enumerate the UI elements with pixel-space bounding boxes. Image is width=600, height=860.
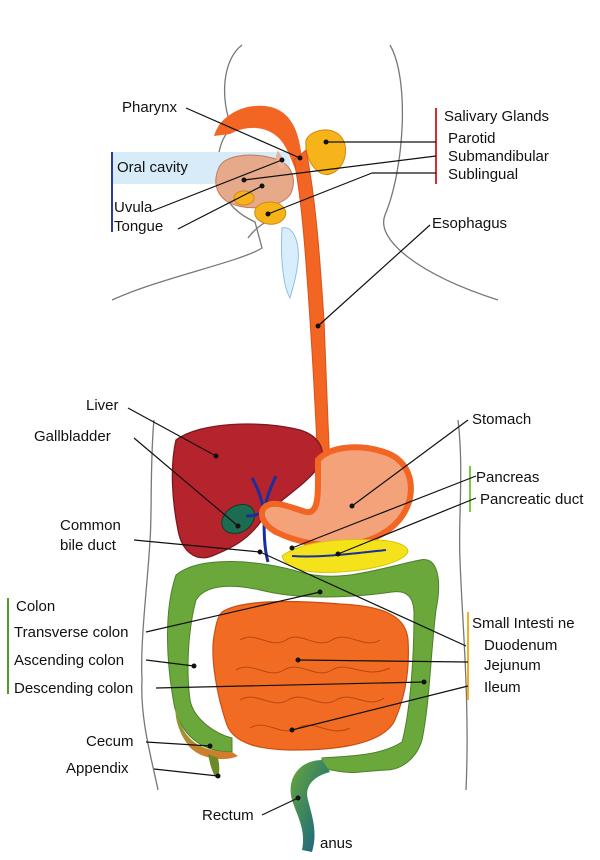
label-jejunum: Jejunum xyxy=(484,657,541,674)
label-small-intestine: Small Intesti ne xyxy=(472,615,575,632)
label-uvula: Uvula xyxy=(114,199,153,216)
parotid-gland xyxy=(305,129,346,176)
label-pancreatic-duct: Pancreatic duct xyxy=(480,491,584,508)
label-gallbladder: Gallbladder xyxy=(34,428,111,445)
gallbladder xyxy=(221,504,255,534)
label-transverse-colon: Transverse colon xyxy=(14,624,129,641)
small-intestine xyxy=(212,601,409,751)
small-intestine-folds xyxy=(235,636,391,732)
label-duodenum: Duodenum xyxy=(484,637,557,654)
pancreatic-duct xyxy=(291,549,387,558)
label-sublingual: Sublingual xyxy=(448,166,518,183)
label-cecum: Cecum xyxy=(86,733,134,750)
label-pancreas: Pancreas xyxy=(476,469,539,486)
label-tongue: Tongue xyxy=(114,218,163,235)
label-submandibular: Submandibular xyxy=(448,148,549,165)
label-pharynx: Pharynx xyxy=(122,99,178,116)
label-parotid: Parotid xyxy=(448,130,496,147)
label-liver: Liver xyxy=(86,397,119,414)
label-descending-colon: Descending colon xyxy=(14,680,133,697)
label-salivary-glands: Salivary Glands xyxy=(444,108,549,125)
label-rectum: Rectum xyxy=(202,807,254,824)
esophagus xyxy=(293,149,331,471)
appendix xyxy=(208,754,220,778)
label-esophagus: Esophagus xyxy=(432,215,507,232)
label-appendix: Appendix xyxy=(66,760,129,777)
label-common-bile-duct-1: Common xyxy=(60,517,121,534)
sublingual-gland xyxy=(233,190,255,206)
label-anus: anus xyxy=(320,835,353,852)
rectum xyxy=(290,760,330,852)
label-ileum: Ileum xyxy=(484,679,521,696)
throat-trachea xyxy=(281,227,299,300)
colon xyxy=(167,559,440,773)
label-common-bile-duct-2: bile duct xyxy=(60,537,117,554)
label-ascending-colon: Ascending colon xyxy=(14,652,124,669)
label-stomach: Stomach xyxy=(472,411,531,428)
pharynx xyxy=(214,105,304,200)
leader-lines xyxy=(127,107,477,816)
leader-dots xyxy=(191,139,427,801)
pancreas xyxy=(281,539,409,573)
label-oral-cavity: Oral cavity xyxy=(117,159,188,176)
label-colon: Colon xyxy=(16,598,55,615)
